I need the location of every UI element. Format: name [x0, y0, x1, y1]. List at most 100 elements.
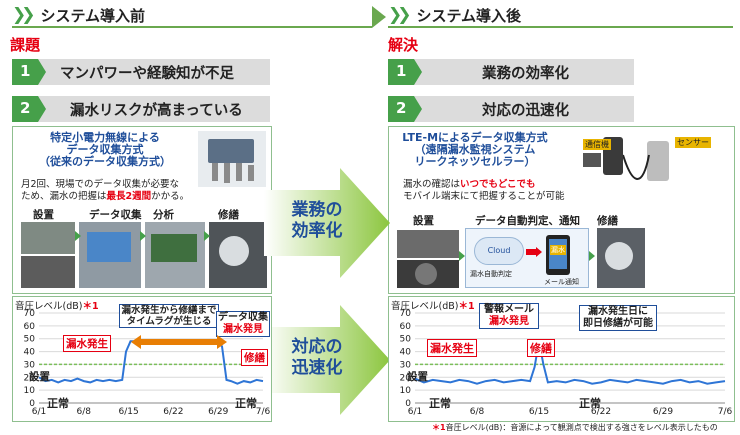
number-badge: 2 [12, 96, 46, 122]
step-collect-label: データ収集 [89, 209, 142, 221]
normal-label-right: 正常 [235, 397, 257, 410]
y-tick-label: 30 [24, 360, 36, 370]
repair-photo [597, 228, 645, 288]
step-arrow-icon [75, 231, 81, 241]
y-tick-label: 50 [400, 335, 412, 345]
analyze-photo [145, 222, 205, 288]
x-tick-label: 6/22 [163, 407, 183, 417]
y-tick-label: 0 [405, 399, 411, 409]
after-item-2-text: 対応の迅速化 [482, 102, 569, 119]
arrow-efficiency [264, 168, 390, 278]
y-tick-label: 20 [400, 373, 412, 383]
before-chart-title: 音圧レベル(dB)＊1 [15, 301, 99, 312]
step-repair-label: 修繕 [218, 209, 239, 221]
timelag-arrow [131, 335, 227, 349]
normal-label-left: 正常 [47, 397, 69, 410]
repair-photo [209, 222, 267, 288]
arrow-speed [264, 305, 390, 415]
x-tick-label: 6/15 [529, 407, 549, 417]
y-tick-label: 10 [400, 386, 412, 396]
step-analyze-label: 分析 [153, 209, 174, 221]
before-item-1-text: マンパワーや経験知が不足 [60, 65, 234, 82]
y-tick-label: 20 [24, 373, 36, 383]
leak-judge-label: 漏水自動判定 [470, 270, 512, 278]
number-badge: 1 [12, 59, 46, 85]
collect-photo [79, 222, 141, 288]
number-badge: 2 [388, 96, 422, 122]
before-header: ❯❯ システム導入前 [12, 4, 145, 26]
after-panel: LTE-Mによるデータ収集方式 （遠隔漏水監視システム リークネッツセルラー） … [388, 126, 735, 294]
x-tick-label: 6/22 [591, 407, 611, 417]
x-tick-label: 6/8 [470, 407, 485, 417]
install-label: 設置 [29, 371, 50, 383]
before-header-line [12, 26, 372, 28]
cellular-device-illustration: センサー 通信機 [583, 131, 731, 193]
step-arrow-icon [140, 231, 146, 241]
chevron-right-icon: ❯❯ [388, 5, 411, 25]
before-panel: 特定小電力無線による データ収集方式 （従来のデータ収集方式） 月2回、現場での… [12, 126, 272, 294]
install-label: 設置 [407, 371, 428, 383]
before-section-title: 課題 [10, 36, 41, 54]
alert-mail-callout: 警報メール 漏水発見 [479, 303, 539, 329]
x-tick-label: 6/8 [77, 407, 92, 417]
y-tick-label: 30 [400, 360, 412, 370]
after-header-label: システム導入後 [416, 6, 522, 25]
y-tick-label: 40 [400, 348, 412, 358]
cloud-diagram: Cloud 漏水自動判定 漏水 メール通知 [465, 228, 589, 288]
y-tick-label: 70 [24, 309, 36, 319]
x-tick-label: 7/6 [256, 407, 271, 417]
chevron-right-icon: ❯❯ [12, 5, 35, 25]
x-tick-label: 6/29 [208, 407, 228, 417]
install-photo-1 [21, 222, 75, 254]
normal-label-left: 正常 [429, 397, 451, 410]
before-item-1: 1 マンパワーや経験知が不足 [12, 59, 270, 85]
after-item-2: 2 対応の迅速化 [388, 96, 634, 122]
sensor-tag: センサー [675, 137, 711, 148]
y-tick-label: 60 [400, 322, 412, 332]
normal-label-right: 正常 [579, 397, 601, 410]
timelag-callout: 漏水発生から修繕まで タイムラグが生じる [119, 304, 219, 328]
x-tick-label: 7/6 [718, 407, 733, 417]
before-item-2-text: 漏水リスクが高まっている [70, 102, 243, 119]
after-header-line [388, 26, 733, 28]
after-header: ❯❯ システム導入後 [388, 4, 521, 26]
step-install-label: 設置 [33, 209, 54, 221]
repair-tag: 修繕 [241, 349, 268, 366]
step-arrow-icon [459, 251, 465, 261]
install-photo-2 [21, 256, 75, 288]
after-panel-title: LTE-Mによるデータ収集方式 （遠隔漏水監視システム リークネッツセルラー） [402, 131, 548, 168]
footnote: ＊1音圧レベル(dB)：音源によって観測点で検出する強さをレベル表示したもの [432, 423, 718, 432]
step-arrow-icon [589, 251, 595, 261]
install-photo-2 [397, 260, 459, 288]
x-tick-label: 6/1 [32, 407, 46, 417]
data-collect-callout: データ収集 漏水発見 [216, 311, 270, 337]
transmitter-tag: 通信機 [583, 139, 611, 150]
y-tick-label: 40 [24, 348, 36, 358]
x-tick-label: 6/15 [118, 407, 138, 417]
y-tick-label: 50 [24, 335, 36, 345]
smartphone-icon: 漏水 [546, 235, 570, 275]
arrow-right-icon [526, 247, 542, 257]
y-tick-label: 0 [29, 399, 35, 409]
step-install-label: 設置 [413, 215, 434, 227]
install-photo-1 [397, 230, 459, 258]
number-badge: 1 [388, 59, 422, 85]
arrow-efficiency-label: 業務の 効率化 [291, 200, 343, 241]
before-item-2: 2 漏水リスクが高まっている [12, 96, 270, 122]
leak-occurred-tag: 漏水発生 [427, 339, 477, 357]
after-panel-desc: 漏水の確認はいつでもどこでも モバイル端末にて把握することが可能 [403, 179, 565, 202]
series-line [414, 341, 726, 385]
after-item-1-text: 業務の効率化 [482, 65, 569, 82]
step-arrow-icon [204, 231, 210, 241]
step-repair-label: 修繕 [597, 215, 618, 227]
after-item-1: 1 業務の効率化 [388, 59, 634, 85]
mail-notice-label: メール通知 [544, 278, 579, 286]
same-day-repair-note: 漏水発生日に 即日修繕が可能 [579, 305, 657, 331]
arrow-speed-label: 対応の 迅速化 [291, 337, 343, 378]
step-auto-judge-label: データ自動判定、通知 [475, 215, 580, 227]
leak-occurred-tag: 漏水発生 [63, 335, 111, 352]
